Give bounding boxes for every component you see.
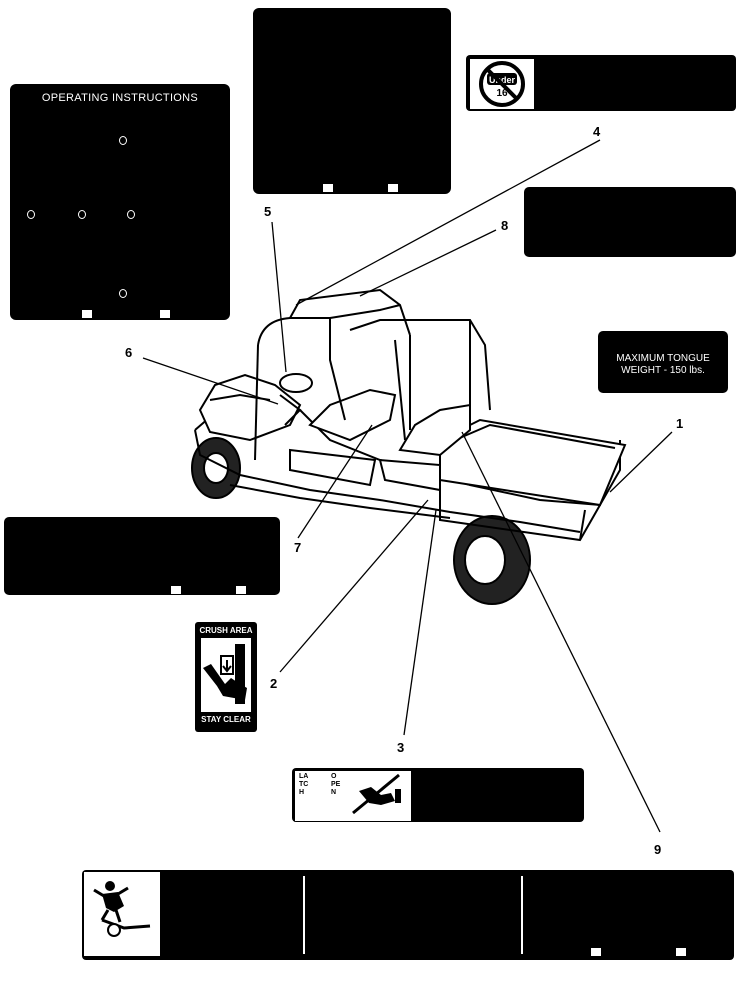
leader-line-7 — [297, 424, 373, 539]
callout-4: 4 — [593, 124, 601, 139]
divider — [521, 876, 523, 954]
symbol-dot — [119, 136, 127, 145]
leader-line-1 — [609, 431, 673, 493]
leader-line-8 — [359, 229, 497, 297]
callout-5: 5 — [264, 204, 272, 219]
callout-9: 9 — [654, 842, 662, 857]
warning-decal-left — [4, 517, 280, 595]
symbol-dot — [119, 289, 127, 298]
leader-line-4 — [295, 139, 601, 306]
leader-line-6 — [142, 357, 279, 405]
latch-icon-panel: LATCH OPEN — [294, 770, 412, 822]
leader-line-9 — [461, 431, 661, 833]
divider — [303, 876, 305, 954]
callout-8: 8 — [501, 218, 509, 233]
ejection-icon-panel — [84, 872, 160, 956]
decal-mark — [236, 586, 246, 594]
decal-mark — [323, 184, 333, 192]
leader-line-5 — [271, 221, 287, 373]
decal-mark — [388, 184, 398, 192]
age-badge-text: Under — [489, 75, 516, 85]
operating-instructions-decal: OPERATING INSTRUCTIONS — [10, 84, 230, 320]
symbol-dot — [127, 210, 135, 219]
crush-area-subtitle: STAY CLEAR — [201, 715, 251, 724]
leader-line-2 — [279, 499, 429, 673]
decal-mark — [160, 310, 170, 318]
warning-decal-bottom — [82, 870, 734, 960]
symbol-dot — [27, 210, 35, 219]
callout-6: 6 — [125, 345, 133, 360]
callout-7: 7 — [294, 540, 302, 555]
warning-decal-top — [253, 8, 451, 194]
decal-mark — [82, 310, 92, 318]
tongue-weight-line1: MAXIMUM TONGUE — [616, 353, 710, 364]
age-number: 16 — [496, 88, 508, 99]
latch-label: LATCH — [299, 773, 309, 796]
callout-3: 3 — [397, 740, 405, 755]
no-under-16-icon: Under 16 — [479, 61, 525, 107]
crush-area-decal: CRUSH AREA STAY CLEAR — [195, 622, 257, 732]
passenger-ejection-icon — [93, 881, 151, 937]
open-label: OPEN — [331, 773, 341, 796]
latch-hand-icon — [352, 773, 401, 815]
operating-instructions-title: OPERATING INSTRUCTIONS — [41, 92, 199, 104]
symbol-dot — [78, 210, 86, 219]
decal-mark — [676, 948, 686, 956]
decal-mark — [591, 948, 601, 956]
leader-line-3 — [403, 509, 437, 736]
age-icon-panel: Under 16 — [469, 58, 535, 110]
age-restriction-decal: Under 16 — [466, 55, 736, 111]
crush-hand-icon — [201, 638, 251, 712]
tongue-weight-decal: MAXIMUM TONGUE WEIGHT - 150 lbs. — [598, 331, 728, 393]
latch-decal: LATCH OPEN — [292, 768, 584, 822]
callout-2: 2 — [270, 676, 278, 691]
tongue-weight-line2: WEIGHT - 150 lbs. — [621, 365, 705, 376]
callout-1: 1 — [676, 416, 684, 431]
decal-mark — [171, 586, 181, 594]
warning-decal-right — [524, 187, 736, 257]
crush-area-title: CRUSH AREA — [199, 626, 253, 635]
